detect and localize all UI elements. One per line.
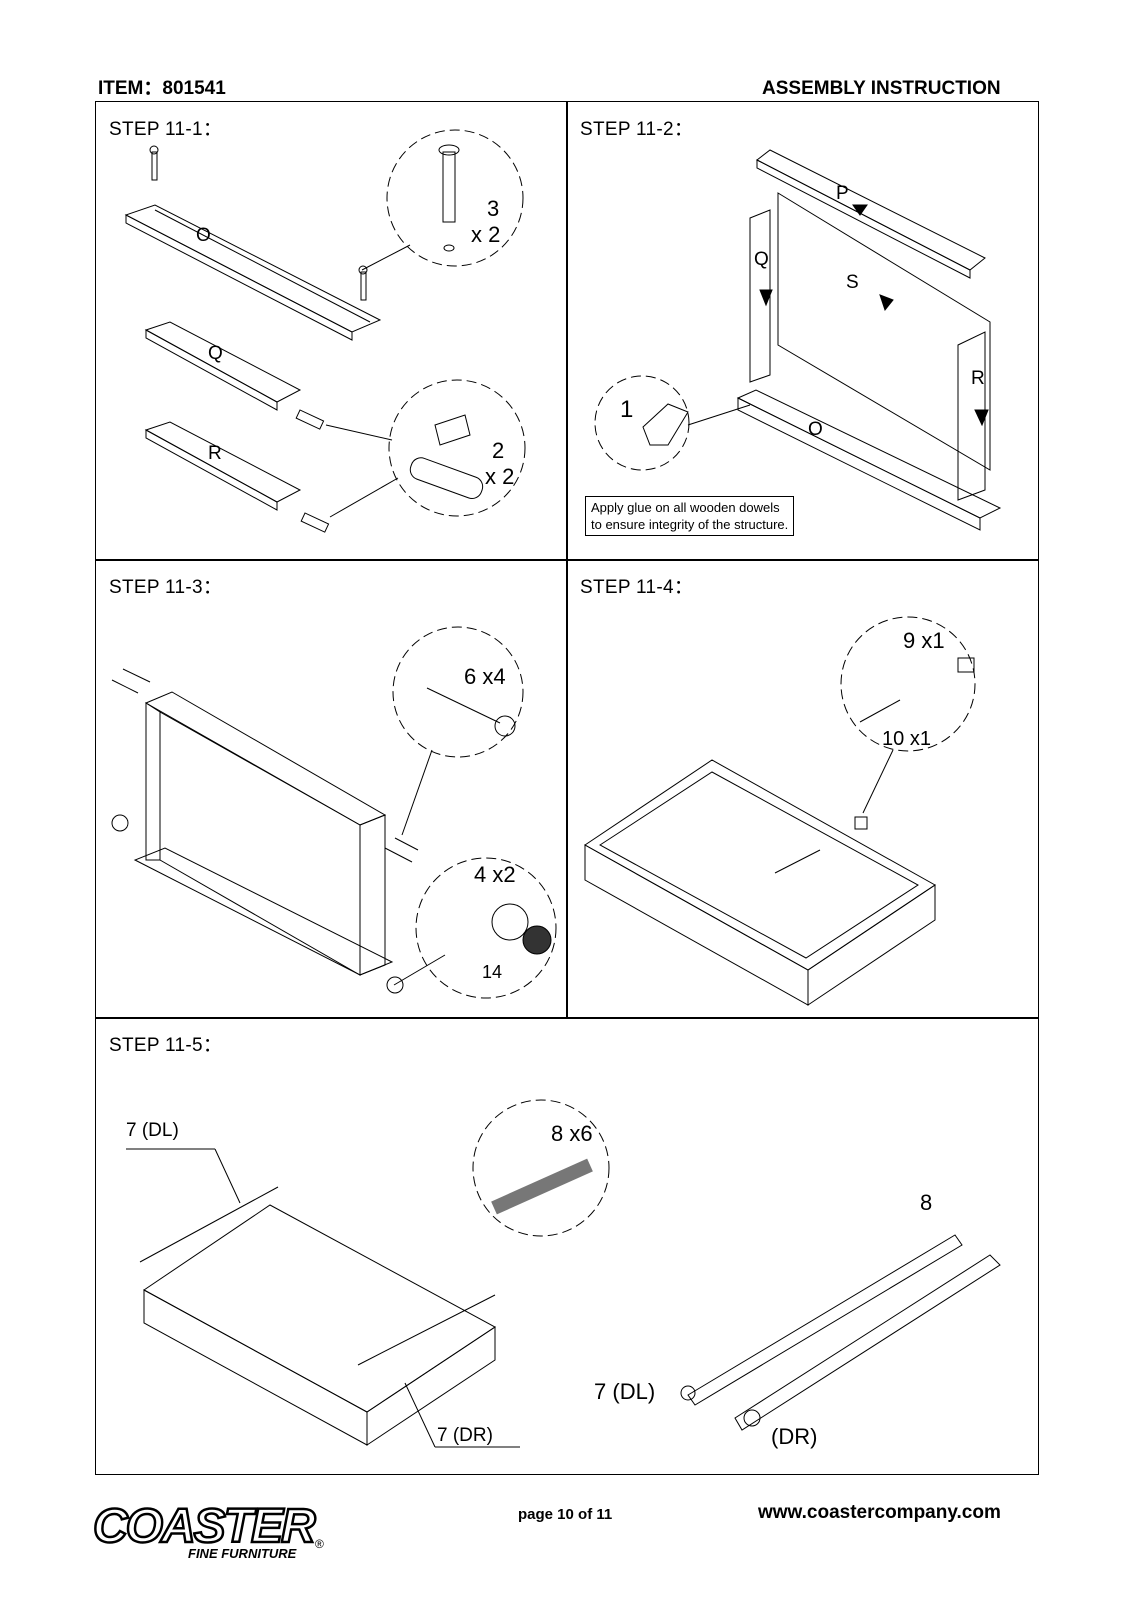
callout-9-num: 9 [903,628,916,653]
page-number: page 10 of 11 [518,1506,613,1523]
part-O-label: O [808,419,823,440]
grid-divider-row1 [95,559,1039,561]
step-11-2-label: STEP 11-2： [580,119,694,140]
callout-2-num: 2 [492,438,505,463]
callout-8-label: 8 x6 [551,1121,593,1147]
callout-4-qty: x2 [492,862,516,887]
rail-pair-dl-num: 7 [594,1379,607,1404]
document-title: ASSEMBLY INSTRUCTION [762,78,1001,99]
rail-pair-dr-label: (DR) [771,1424,818,1449]
callout-3-qty: x 2 [471,222,501,247]
rail-dl-text: (DL) [141,1120,179,1141]
rail-pair-dl-label: 7 (DL) [594,1379,655,1405]
callout-10-label: 10 x1 [882,728,931,751]
part-R-label: R [971,368,985,389]
coaster-logo-mark: COASTER FINE FURNITURE ® [92,1499,324,1561]
callout-4-label: 4 x2 [474,862,516,888]
rail-dr-num: 7 [437,1425,448,1446]
grid-divider-row2 [95,1017,1039,1019]
rail-pair-dl-text: (DL) [612,1379,656,1404]
callout-14-num: 14 [482,962,503,982]
callout-3-num: 3 [487,196,500,221]
part-Q-label: Q [208,343,223,364]
screw-8-label: 8 [920,1190,933,1215]
svg-text:FINE FURNITURE: FINE FURNITURE [188,1546,297,1561]
rail-dl-label: 7 (DL) [126,1120,179,1142]
svg-text:COASTER: COASTER [93,1500,316,1553]
coaster-logo: COASTER FINE FURNITURE ® [92,1498,333,1573]
website-url[interactable]: www.coastercompany.com [758,1502,1001,1523]
part-Q-label: Q [754,249,769,270]
rail-dr-text: (DR) [452,1425,493,1446]
rail-dr-label: 7 (DR) [437,1425,493,1447]
part-O-label: O [196,225,211,246]
callout-6-num: 6 [464,664,477,689]
callout-1-num: 1 [620,396,634,423]
step-11-5-label: STEP 11-5： [109,1035,223,1056]
callout-8-num: 8 [551,1121,564,1146]
callout-6-qty: x4 [482,664,506,689]
rail-dl-num: 7 [126,1120,137,1141]
step-11-1-label: STEP 11-1： [109,119,223,140]
item-number: ITEM：801541 [98,78,226,99]
callout-6-label: 6 x4 [464,664,506,690]
glue-note-line2: to ensure integrity of the structure. [591,517,789,532]
callout-9-qty: x1 [921,628,945,653]
callout-9-label: 9 x1 [903,628,945,654]
callout-10-num: 10 [882,728,905,750]
glue-note-line1: Apply glue on all wooden dowels [591,500,780,515]
step-11-4-label: STEP 11-4： [580,577,694,598]
callout-8-qty: x6 [569,1121,593,1146]
part-P-label: P [836,183,849,204]
part-S-label: S [846,272,859,293]
svg-text:®: ® [315,1537,324,1551]
glue-note: Apply glue on all wooden dowels to ensur… [585,496,795,536]
callout-2-qty: x 2 [485,464,515,489]
step-11-3-label: STEP 11-3： [109,577,223,598]
callout-4-num: 4 [474,862,487,887]
part-R-label: R [208,443,222,464]
callout-10-qty: x1 [909,728,931,750]
